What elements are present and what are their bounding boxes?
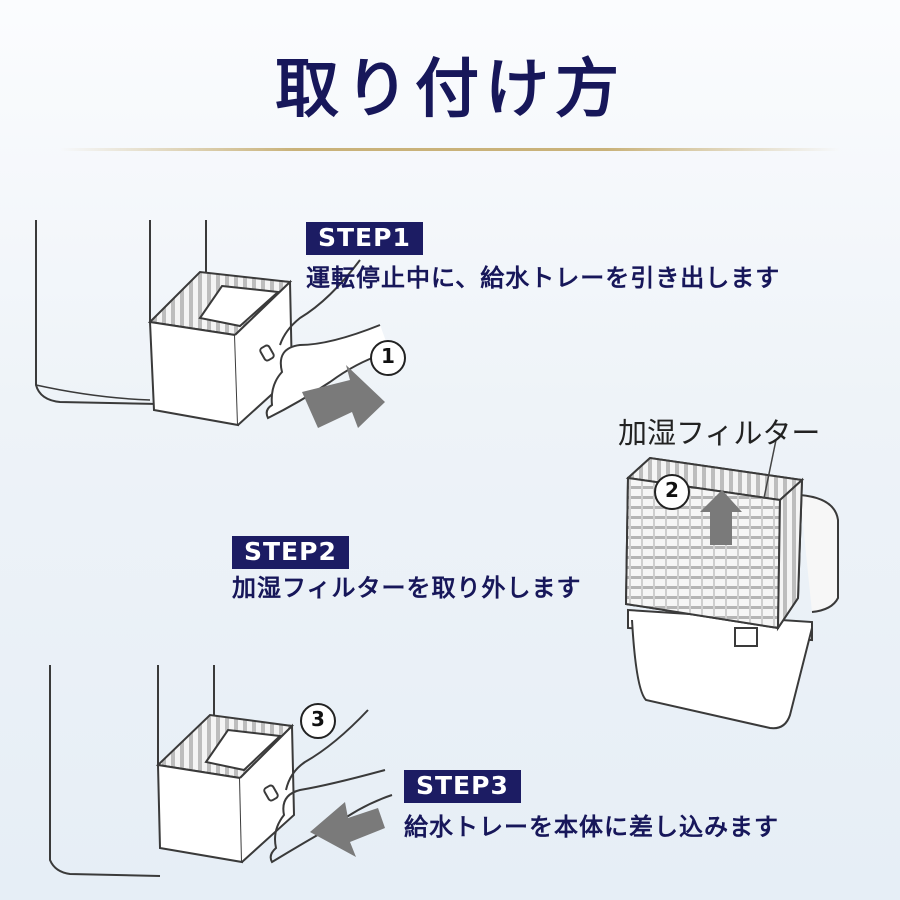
step2-description: 加湿フィルターを取り外します	[232, 574, 582, 602]
page-title: 取り付け方	[275, 53, 625, 127]
step1-description: 運転停止中に、給水トレーを引き出します	[306, 264, 781, 292]
title-divider	[60, 148, 840, 151]
arrow-left-icon	[310, 802, 385, 857]
step2-marker	[654, 474, 690, 510]
arrow-up-icon	[700, 490, 742, 545]
step3-illustration	[49, 665, 393, 877]
step2-badge: STEP2	[232, 536, 349, 569]
step3-badge: STEP3	[404, 770, 521, 803]
step3-marker-label: 3	[311, 707, 325, 731]
step1-illustration	[35, 220, 391, 427]
step1-marker-label: 1	[381, 344, 395, 368]
step1-marker	[370, 340, 406, 376]
step3-marker	[300, 703, 336, 739]
arrow-right-icon	[302, 365, 385, 428]
step2-marker-label: 2	[665, 478, 679, 502]
step3-description: 給水トレーを本体に差し込みます	[404, 813, 779, 841]
step1-badge: STEP1	[306, 222, 423, 255]
filter-callout-label: 加湿フィルター	[618, 416, 821, 450]
